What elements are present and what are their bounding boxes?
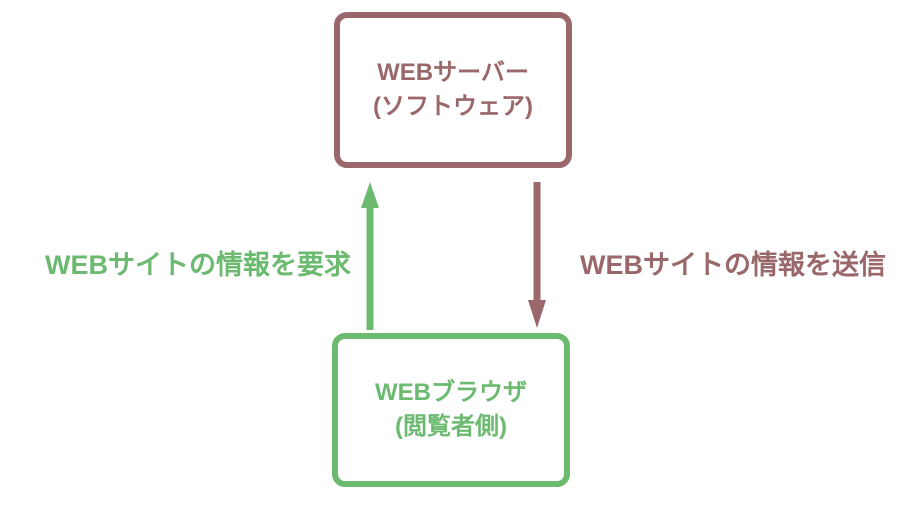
web-browser-box: WEBブラウザ (閲覧者側) (332, 333, 570, 487)
web-browser-label-line2: (閲覧者側) (395, 413, 507, 440)
request-arrow-head-icon (361, 182, 379, 208)
web-server-label-line2: (ソフトウェア) (373, 93, 533, 120)
response-arrow-head-icon (528, 300, 546, 328)
web-browser-label-line1: WEBブラウザ (375, 379, 527, 406)
web-server-label-line1: WEBサーバー (377, 59, 529, 86)
web-server-box: WEBサーバー (ソフトウェア) (334, 12, 572, 168)
response-label: WEBサイトの情報を送信 (580, 250, 886, 280)
request-label: WEBサイトの情報を要求 (45, 250, 351, 280)
